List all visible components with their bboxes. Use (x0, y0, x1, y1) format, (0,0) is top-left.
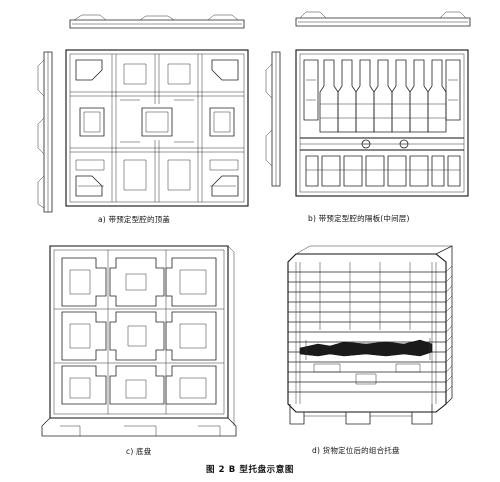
panel-d-stack-view (287, 245, 453, 425)
panel-b-side-edge-view (265, 51, 281, 187)
panel-d-assembled-pallet (287, 245, 453, 425)
panel-b-partition (265, 11, 471, 197)
panel-c-plan-view (41, 245, 237, 437)
panel-a-top-lid (37, 14, 249, 213)
cross-cavity-pattern (61, 257, 217, 405)
figure-caption: 图 2 B 型托盘示意图 (206, 465, 294, 475)
panel-a-top-edge-view (69, 14, 245, 29)
label-panel-a: a) 带预定型腔的顶盖 (98, 215, 171, 224)
panel-b-top-edge-view (295, 11, 471, 27)
label-panel-b: b) 带预定型腔的隔板(中间层) (308, 214, 410, 223)
panel-c-base (41, 245, 237, 437)
cargo-bottles (299, 338, 433, 360)
panel-a-side-edge-view (37, 51, 53, 213)
bottle-cavities-upper (319, 59, 447, 133)
panel-a-plan-view (65, 49, 249, 207)
label-panel-c: c) 底盘 (126, 447, 152, 456)
label-panel-d: d) 货物定位后的组合托盘 (312, 446, 400, 455)
lower-cavities (305, 155, 461, 187)
panel-b-plan-view (295, 49, 469, 197)
